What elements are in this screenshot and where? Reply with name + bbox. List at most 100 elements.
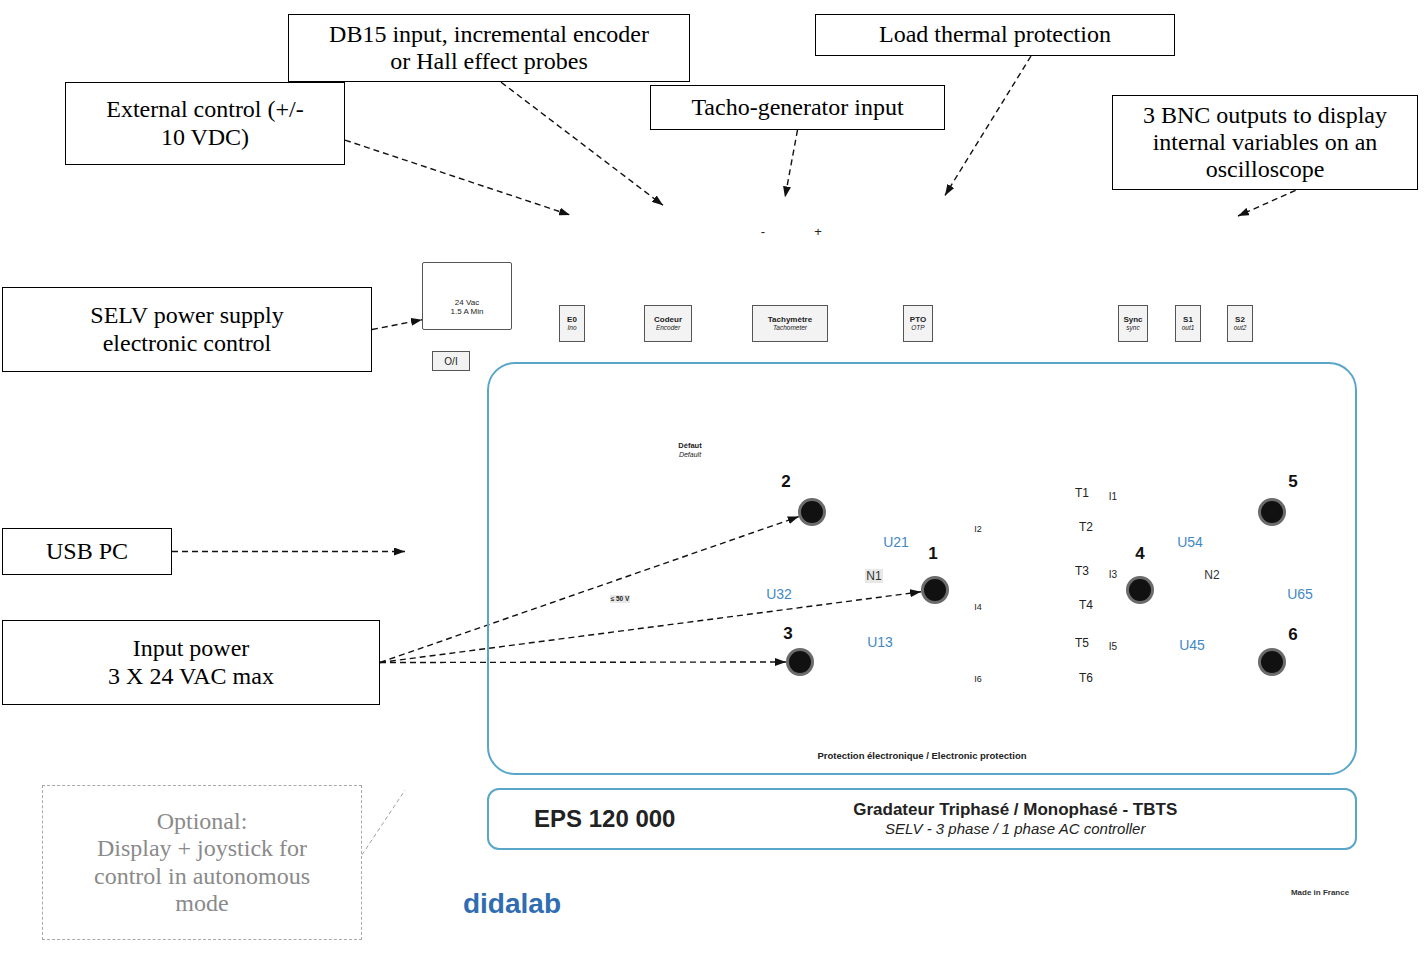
label-holder: T4 [1041, 594, 1131, 613]
neutral-terminal [1230, 585, 1240, 595]
callout-arrow [362, 790, 405, 855]
callout-arrow [172, 551, 405, 552]
panel-label: T1 [1074, 486, 1090, 500]
text-holder: 1 [923, 543, 943, 565]
fault-icon [668, 382, 712, 422]
port-text: sync [1126, 324, 1139, 331]
text-holder: Made in France [1270, 888, 1370, 897]
switch-text: O/I [444, 356, 457, 367]
label-holder: U13 [835, 632, 925, 651]
panel-label: U54 [1176, 534, 1204, 551]
voltage-arrows [799, 530, 801, 645]
logo-mark [497, 866, 511, 880]
panel-label: N2 [1203, 568, 1220, 582]
usb-icon [440, 533, 466, 534]
terminal-number: 4 [1130, 543, 1150, 565]
power-icon [507, 405, 527, 423]
callout-text: Input power [133, 635, 250, 662]
optional-callout-box: Optional:Display + joystick for control … [42, 785, 362, 940]
voltage-arrows [1271, 530, 1273, 645]
port-text: S2 [1235, 316, 1245, 325]
label-holder: ≤ 50 V [575, 586, 665, 605]
callout-arrow [372, 320, 422, 330]
terminal-socket: 2 [798, 498, 826, 526]
callout-arrow [345, 140, 570, 215]
top-connectors [1187, 255, 1189, 303]
fault-icon [689, 394, 692, 409]
power-jack-box: 24 Vac 1.5 A Min [422, 262, 512, 330]
label-holder: U65 [1255, 584, 1345, 603]
port-text: Tachometer [773, 324, 807, 331]
port-label-box: S2out2 [1227, 305, 1253, 342]
panel-label: U13 [866, 634, 894, 651]
label-holder: I2 [933, 517, 1023, 536]
label-holder: I6 [933, 667, 1023, 686]
power-icon [507, 400, 527, 423]
top-connectors [881, 237, 897, 253]
panel-outline [405, 195, 1395, 962]
panel-label: T2 [1078, 520, 1094, 534]
label-holder: U21 [851, 532, 941, 551]
port-text: Ino [567, 324, 576, 331]
logo-mark [462, 923, 562, 925]
terminal-socket: 5 [1258, 498, 1286, 526]
text-holder: 2 [776, 471, 796, 493]
panel-label: I2 [973, 524, 983, 535]
port-text: S1 [1183, 316, 1193, 325]
port-label-box: S1out1 [1175, 305, 1201, 342]
callout-box: External control (+/- 10 VDC) [65, 82, 345, 165]
callout-text: 3 BNC outputs to display internal variab… [1123, 102, 1407, 183]
port-label-box: E0Ino [559, 305, 585, 342]
panel-label: T6 [1078, 671, 1094, 685]
top-connectors [789, 245, 791, 303]
band-text-group: Gradateur Triphasé / Monophasé - TBTSSEL… [675, 799, 1355, 839]
port-text: PTO [910, 316, 926, 325]
power-jack-icon [428, 283, 446, 284]
text-holder: 6 [1283, 624, 1303, 646]
callout-arrow [380, 517, 799, 663]
callout-box: Tacho-generator input [650, 85, 945, 130]
band-text: SELV - 3 phase / 1 phase AC controller [885, 820, 1145, 839]
text-holder: 4 [1130, 543, 1150, 565]
panel-label: - [760, 224, 766, 240]
callout-text: DB15 input, incremental encoder or Hall … [322, 21, 657, 75]
panel-label: U32 [765, 586, 793, 603]
text-holder: didalab [447, 888, 577, 920]
power-jack-icon [460, 276, 476, 292]
voltage-arrows [816, 600, 920, 656]
power-wires [988, 647, 1068, 677]
callout-arrow [501, 82, 663, 205]
terminal-number: 2 [776, 471, 796, 493]
terminal-socket: 4 [1126, 576, 1154, 604]
power-wires [814, 512, 1258, 662]
callout-arrow [785, 130, 798, 197]
top-connectors [810, 237, 826, 253]
port-text: OTP [911, 324, 924, 331]
top-connectors [564, 237, 1248, 303]
port-text: E0 [567, 316, 577, 325]
panel-label: I1 [1108, 491, 1118, 503]
terminal-socket: 3 [786, 648, 814, 676]
label-holder: I4 [933, 595, 1023, 614]
top-connectors [771, 244, 810, 246]
top-connectors [1132, 255, 1134, 303]
port-text: Codeur [654, 316, 682, 325]
label-holder: T2 [1041, 516, 1131, 535]
usb-icon [430, 521, 476, 547]
panel-label: I3 [1108, 569, 1118, 581]
voltage-arrows [1156, 600, 1257, 656]
device-panel: didalab Made in France 24 Vac 1.5 A MinO/I… [405, 195, 1395, 962]
terminal-number: 6 [1283, 624, 1303, 646]
logo-mark [500, 869, 503, 877]
port-label-box: CodeurEncoder [644, 305, 692, 342]
panel-marking: didalab [447, 888, 577, 920]
callout-arrow [380, 592, 921, 663]
power-jack-icon [451, 274, 458, 275]
neutral-terminal [835, 577, 1248, 605]
callout-text: SELV power supply electronic control [82, 302, 292, 356]
neutral-terminal [1222, 577, 1248, 603]
callout-box: USB PC [2, 528, 172, 575]
band-text: Gradateur Triphasé / Monophasé - TBTS [853, 799, 1177, 820]
fault-icon [668, 382, 712, 422]
top-connectors [1232, 237, 1248, 253]
